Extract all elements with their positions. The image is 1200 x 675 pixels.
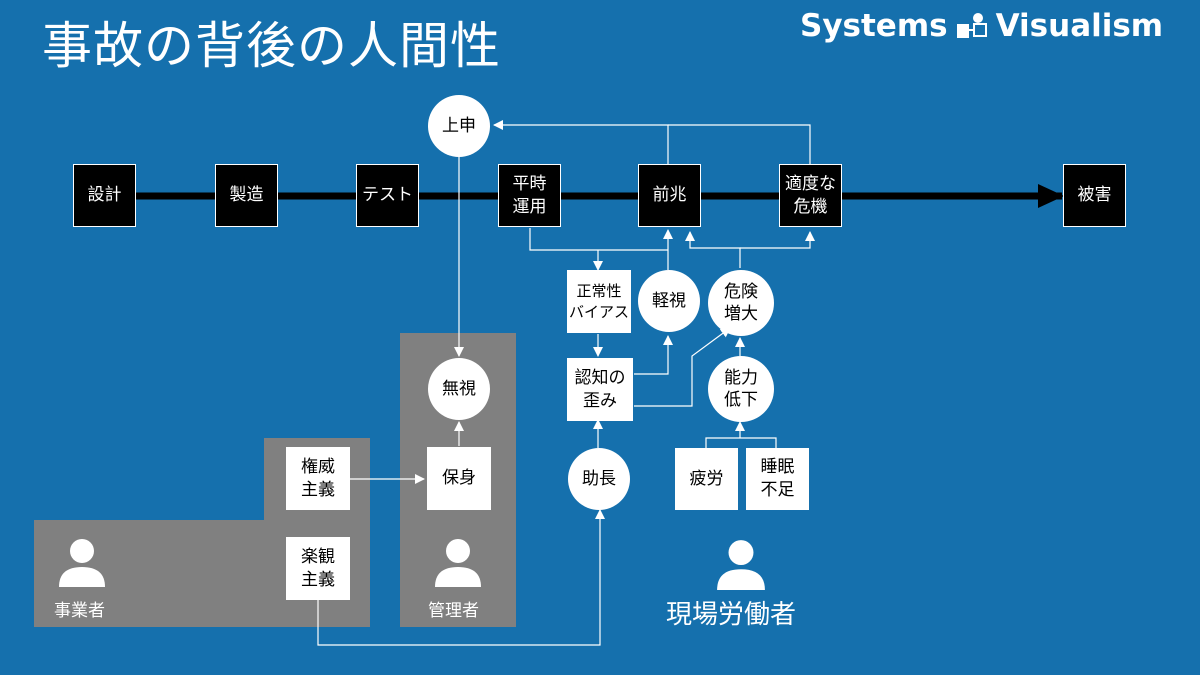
node-precursor: 前兆 — [638, 164, 701, 227]
node-sleep-deprivation: 睡眠 不足 — [746, 448, 809, 510]
node-authoritarian: 権威 主義 — [286, 447, 350, 510]
node-manufacture: 製造 — [215, 164, 278, 227]
node-moderate-crisis: 適度な 危機 — [779, 164, 842, 227]
node-design: 設計 — [73, 164, 136, 227]
node-damage: 被害 — [1063, 164, 1126, 227]
node-cognitive-distortion: 認知の 歪み — [567, 358, 633, 421]
actor-business-label: 事業者 — [54, 601, 105, 621]
node-report: 上申 — [428, 95, 490, 157]
actor-manager-label: 管理者 — [428, 601, 479, 621]
node-underestimate: 軽視 — [638, 270, 700, 332]
node-normalcy-bias: 正常性 バイアス — [567, 270, 631, 333]
node-test: テスト — [356, 164, 419, 227]
node-ignore: 無視 — [428, 358, 490, 420]
node-ability-decline: 能力 低下 — [708, 356, 774, 422]
actor-field-worker-label: 現場労働者 — [666, 600, 797, 630]
person-icon-manager — [435, 539, 481, 587]
logo: Systems Visualism — [800, 8, 1163, 44]
person-icon-field-worker — [717, 540, 765, 590]
node-encourage: 助長 — [568, 448, 630, 510]
node-fatigue: 疲労 — [675, 448, 738, 510]
node-normal-ops: 平時 運用 — [498, 164, 561, 227]
logo-text-left: Systems — [800, 8, 948, 44]
logo-icon — [956, 13, 987, 38]
person-icon-business — [59, 539, 105, 587]
logo-text-right: Visualism — [995, 8, 1164, 44]
node-danger-increase: 危険 増大 — [708, 270, 774, 336]
node-optimism: 楽観 主義 — [286, 537, 350, 600]
node-self-protect: 保身 — [427, 447, 491, 510]
page-title: 事故の背後の人間性 — [42, 17, 501, 75]
